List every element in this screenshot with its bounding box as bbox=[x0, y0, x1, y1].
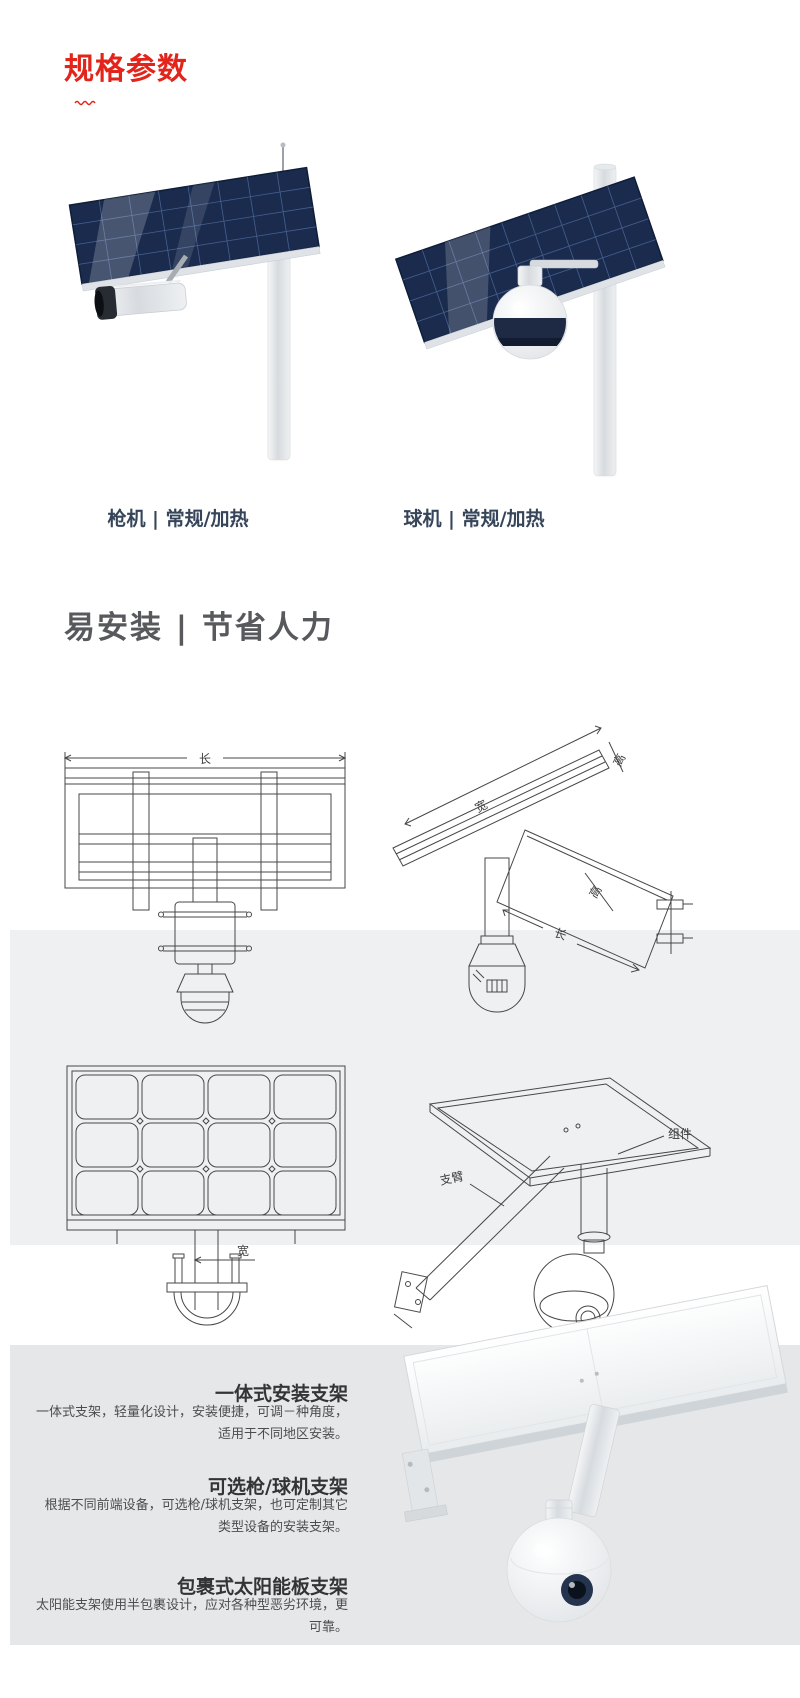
easy-install-heading: 易安装 | 节省人力 bbox=[64, 610, 334, 646]
feature-title-wrap-bracket: 包裹式太阳能板支架 bbox=[176, 1576, 348, 1598]
camera-strut bbox=[165, 254, 189, 284]
spec-section-title: 规格参数 bbox=[64, 52, 188, 87]
solar-panel bbox=[68, 166, 321, 292]
photo-dome-camera-solar-kit bbox=[394, 163, 666, 477]
feature-title-optional-bracket: 可选枪/球机支架 bbox=[208, 1476, 348, 1498]
dome-camera bbox=[506, 1499, 612, 1623]
callout-label-arm: 支臂 bbox=[438, 1169, 464, 1188]
feature-body-integrated-bracket: 一体式支架，轻量化设计，安装便捷，可调－种角度，适用于不同地区安装。 bbox=[35, 1405, 348, 1442]
dim-label-width: 宽 bbox=[237, 1243, 249, 1258]
bullet-camera bbox=[94, 279, 187, 320]
feature-title-integrated-bracket: 一体式安装支架 bbox=[214, 1383, 348, 1405]
red-wavy-underline-icon bbox=[74, 100, 96, 106]
dim-label-height-mid: 高 bbox=[586, 883, 605, 901]
dome-camera bbox=[492, 259, 599, 360]
photo-bullet-camera-solar-kit bbox=[68, 142, 321, 461]
diagram-front-panel-width: 宽 bbox=[66, 1065, 346, 1326]
solar-panel bbox=[394, 176, 666, 350]
wall-bracket bbox=[401, 1448, 448, 1523]
caption-dome-camera: 球机 | 常规/加热 bbox=[403, 508, 545, 530]
diagram-side-view-dims: 宽 高 高 长 bbox=[392, 725, 693, 1013]
caption-bullet-camera: 枪机 | 常规/加热 bbox=[107, 508, 249, 530]
photo-white-bracket-dome-kit bbox=[401, 1285, 788, 1623]
feature-body-optional-bracket: 根据不同前端设备，可选枪/球机支架，也可定制其它类型设备的安装支架。 bbox=[44, 1498, 348, 1535]
dim-label-height-top: 高 bbox=[610, 751, 629, 769]
support-pole bbox=[566, 1403, 620, 1517]
callout-label-module: 组件 bbox=[668, 1127, 692, 1141]
dim-label-length: 长 bbox=[199, 752, 211, 766]
dim-label-width: 宽 bbox=[472, 797, 490, 816]
feature-body-wrap-bracket: 太阳能支架使用半包裹设计，应对各种型恶劣环境，更可靠。 bbox=[35, 1598, 348, 1635]
diagram-perspective-module-arm: 组件 支臂 bbox=[393, 1077, 712, 1335]
dim-label-length: 长 bbox=[552, 926, 568, 943]
diagram-rear-view-length: 长 bbox=[63, 752, 347, 1024]
